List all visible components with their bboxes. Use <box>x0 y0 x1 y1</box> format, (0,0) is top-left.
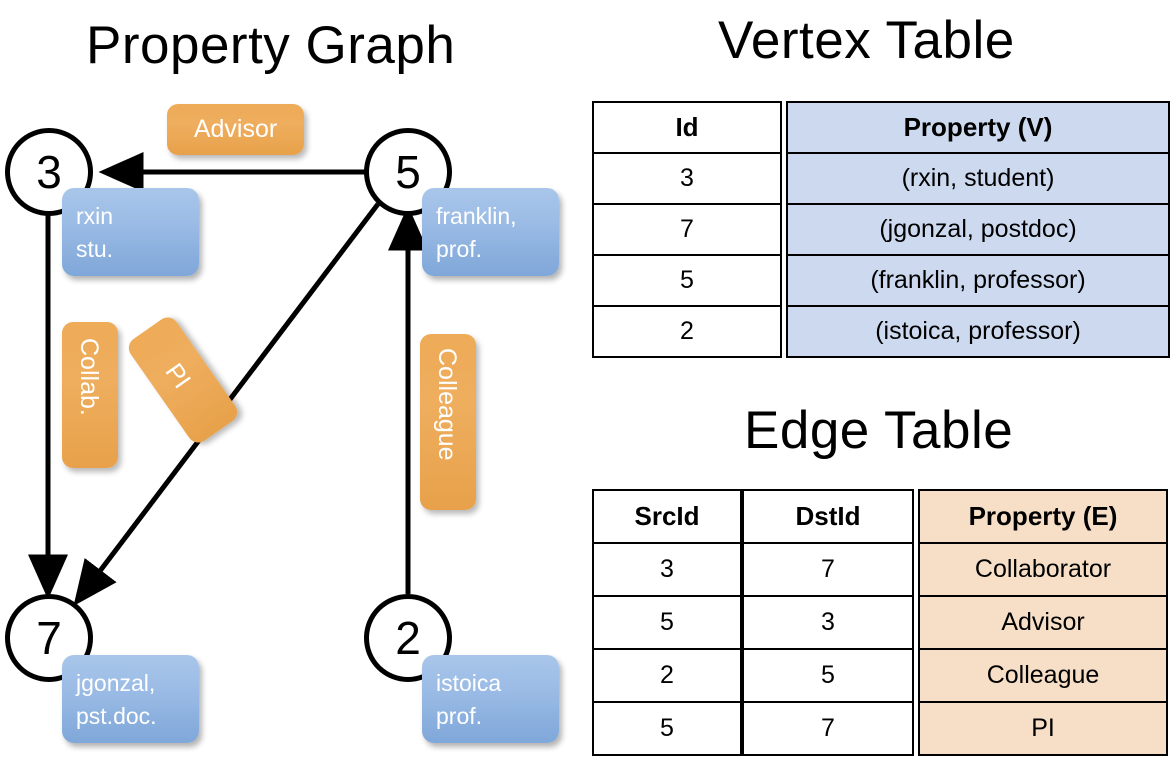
edge-table-property-column: Property (E) Collaborator Advisor Collea… <box>918 489 1168 756</box>
table-row: PI <box>918 701 1168 756</box>
cell-property: Colleague <box>918 648 1168 703</box>
page-title-edge-table: Edge Table <box>744 401 1014 460</box>
edge-table-dstid-column: DstId 7 3 5 7 <box>742 489 914 756</box>
cell-property: (jgonzal, postdoc) <box>786 203 1170 256</box>
table-header-row: Id <box>592 101 782 154</box>
table-header-row: DstId <box>742 489 914 544</box>
page-title-vertex-table: Vertex Table <box>718 11 1015 70</box>
cell-property: Advisor <box>918 595 1168 650</box>
column-header-dstid: DstId <box>742 489 914 544</box>
cell-property: (rxin, student) <box>786 152 1170 205</box>
cell-dstid: 7 <box>742 542 914 597</box>
vertex-property-line1: rxin <box>76 203 114 229</box>
cell-id: 2 <box>592 305 782 358</box>
table-row: (rxin, student) <box>786 152 1170 205</box>
vertex-property-box-3: rxin stu. <box>62 188 199 276</box>
graph-node-label: 5 <box>395 146 421 198</box>
table-row: (jgonzal, postdoc) <box>786 203 1170 256</box>
vertex-property-box-2: istoica prof. <box>422 655 559 743</box>
cell-id: 5 <box>592 254 782 307</box>
table-row: 3 <box>592 542 742 597</box>
graph-node-label: 7 <box>36 612 62 664</box>
column-header-property-v: Property (V) <box>786 101 1170 154</box>
cell-srcid: 5 <box>592 595 742 650</box>
table-row: 7 <box>742 701 914 756</box>
graph-node-label: 3 <box>36 146 62 198</box>
graph-node-label: 2 <box>395 612 421 664</box>
cell-property: (franklin, professor) <box>786 254 1170 307</box>
table-row: Collaborator <box>918 542 1168 597</box>
vertex-table-property-column: Property (V) (rxin, student) (jgonzal, p… <box>786 101 1170 358</box>
vertex-property-box-5: franklin, prof. <box>422 188 559 276</box>
edge-table: SrcId 3 5 2 5 DstId 7 3 5 7 <box>592 489 1168 756</box>
cell-property: Collaborator <box>918 542 1168 597</box>
table-row: 5 <box>742 648 914 703</box>
vertex-property-line2: pst.doc. <box>76 702 157 729</box>
edge-label-text: Advisor <box>193 115 278 143</box>
edge-label-text: Collab. <box>75 338 103 416</box>
vertex-property-box-7: jgonzal, pst.doc. <box>62 655 199 743</box>
edge-label-box-collab: Collab. <box>62 322 118 468</box>
table-row: 2 <box>592 305 782 358</box>
graph-node-2[interactable]: 2 <box>364 594 452 682</box>
vertex-table: Id 3 7 5 2 Property (V) (rxin, student) … <box>592 101 1170 358</box>
table-row: 7 <box>592 203 782 256</box>
vertex-property-line2: stu. <box>76 235 114 262</box>
table-header-row: Property (E) <box>918 489 1168 544</box>
vertex-table-id-column: Id 3 7 5 2 <box>592 101 782 358</box>
cell-dstid: 7 <box>742 701 914 756</box>
vertex-property-line1: istoica <box>436 670 502 696</box>
table-row: 5 <box>592 701 742 756</box>
cell-property: (istoica, professor) <box>786 305 1170 358</box>
cell-srcid: 2 <box>592 648 742 703</box>
vertex-property-line2: prof. <box>436 235 483 262</box>
cell-dstid: 5 <box>742 648 914 703</box>
table-row: 5 <box>592 254 782 307</box>
edge-table-srcid-column: SrcId 3 5 2 5 <box>592 489 742 756</box>
table-row: 3 <box>592 152 782 205</box>
vertex-property-line2: prof. <box>436 702 483 729</box>
table-header-row: SrcId <box>592 489 742 544</box>
vertex-property-line1: franklin, <box>436 203 517 229</box>
edge-label-text: PI <box>159 358 197 394</box>
table-row: 5 <box>592 595 742 650</box>
table-row: Colleague <box>918 648 1168 703</box>
edge-label-box-colleague: Colleague <box>420 334 476 510</box>
edge-label-box-advisor: Advisor <box>167 104 304 155</box>
table-row: 7 <box>742 542 914 597</box>
table-row: 3 <box>742 595 914 650</box>
cell-id: 7 <box>592 203 782 256</box>
cell-id: 3 <box>592 152 782 205</box>
property-graph-diagram: 3 5 7 2 rxin stu. franklin, prof. jgonza… <box>5 104 559 743</box>
cell-property: PI <box>918 701 1168 756</box>
table-row: (franklin, professor) <box>786 254 1170 307</box>
edge-label-text: Colleague <box>433 348 461 461</box>
vertex-property-line1: jgonzal, <box>76 670 156 696</box>
column-header-srcid: SrcId <box>592 489 742 544</box>
table-row: 2 <box>592 648 742 703</box>
cell-srcid: 3 <box>592 542 742 597</box>
table-header-row: Property (V) <box>786 101 1170 154</box>
table-row: (istoica, professor) <box>786 305 1170 358</box>
cell-srcid: 5 <box>592 701 742 756</box>
table-row: Advisor <box>918 595 1168 650</box>
column-header-property-e: Property (E) <box>918 489 1168 544</box>
column-header-id: Id <box>592 101 782 154</box>
page-title-property-graph: Property Graph <box>86 16 456 75</box>
cell-dstid: 3 <box>742 595 914 650</box>
